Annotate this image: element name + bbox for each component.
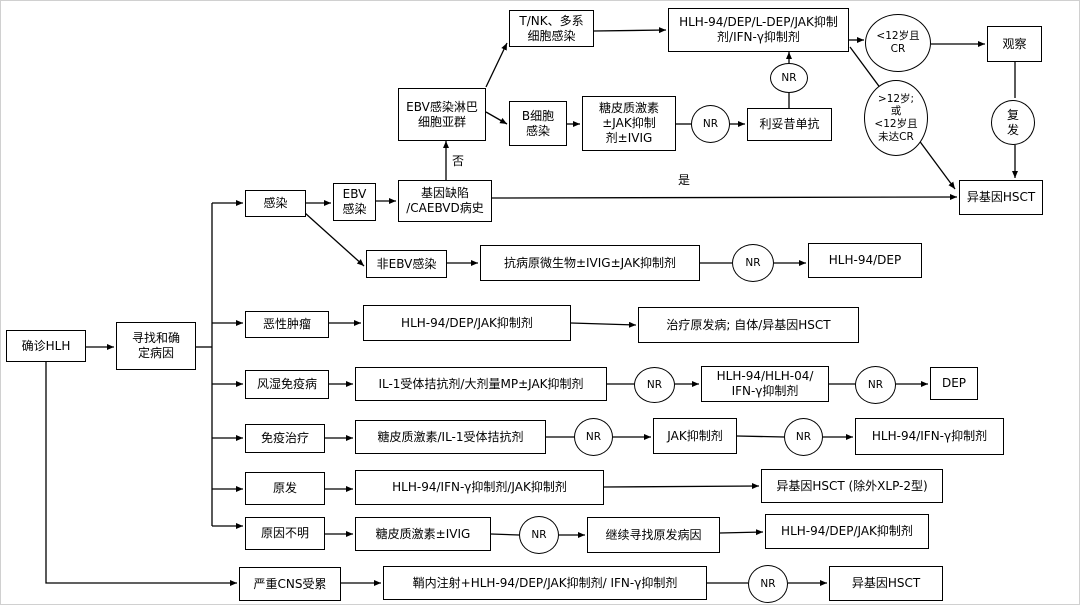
ebv-subgroup-box: EBV感染淋巴 细胞亚群 — [398, 88, 486, 141]
steroid-il1-box: 糖皮质激素/IL-1受体拮抗剂 — [355, 420, 546, 454]
confirm-hlh-box: 确诊HLH — [6, 330, 86, 362]
nr-circle-9: NR — [748, 565, 788, 603]
tnk-infection-box: T/NK、多系 细胞感染 — [509, 10, 594, 47]
antimicrobial-box: 抗病原微生物±IVIG±JAK抑制剂 — [480, 245, 700, 281]
immunotherapy-box: 免疫治疗 — [245, 424, 325, 453]
infection-box: 感染 — [245, 190, 306, 217]
hlh94-dep-nonebv-box: HLH-94/DEP — [808, 243, 922, 278]
primary-box: 原发 — [245, 472, 325, 505]
steroid-jak-ivig-box: 糖皮质激素 ±JAK抑制 剂±IVIG — [582, 96, 676, 151]
dep-box: DEP — [930, 367, 978, 400]
continue-search-box: 继续寻找原发病因 — [587, 517, 720, 553]
malignancy-box: 恶性肿瘤 — [245, 311, 329, 338]
b-cell-infection-box: B细胞 感染 — [509, 101, 567, 146]
hlh94-ldep-box: HLH-94/DEP/L-DEP/JAK抑制 剂/IFN-γ抑制剂 — [668, 8, 849, 52]
jak-inhibitor-box: JAK抑制剂 — [653, 418, 737, 454]
age-cr-circle: <12岁且 CR — [865, 14, 931, 72]
il1-mp-jak-box: IL-1受体拮抗剂/大剂量MP±JAK抑制剂 — [355, 367, 607, 401]
steroid-ivig-box: 糖皮质激素±IVIG — [355, 517, 491, 551]
nr-circle-1: NR — [691, 105, 730, 143]
intrathecal-box: 鞘内注射+HLH-94/DEP/JAK抑制剂/ IFN-γ抑制剂 — [383, 566, 707, 600]
hlh94-hlh04-box: HLH-94/HLH-04/ IFN-γ抑制剂 — [701, 366, 829, 402]
nr-circle-4: NR — [634, 367, 675, 403]
nr-circle-7: NR — [784, 418, 823, 456]
hlh94-ifng-jak-box: HLH-94/IFN-γ抑制剂/JAK抑制剂 — [355, 470, 604, 505]
allo-hsct-top-box: 异基因HSCT — [959, 180, 1043, 215]
nr-circle-3: NR — [732, 244, 774, 282]
ebv-infection-box: EBV 感染 — [333, 183, 376, 221]
hlh94-ifng-box: HLH-94/IFN-γ抑制剂 — [855, 418, 1004, 455]
allo-hsct-xlp-box: 异基因HSCT (除外XLP-2型) — [761, 469, 943, 503]
edge-label-yes: 是 — [678, 173, 691, 187]
edge-label-no: 否 — [452, 154, 465, 168]
find-cause-box: 寻找和确 定病因 — [116, 322, 196, 370]
nr-circle-8: NR — [519, 516, 559, 554]
rheumatic-box: 风湿免疫病 — [245, 370, 329, 399]
rituximab-box: 利妥昔单抗 — [747, 108, 832, 141]
allo-hsct-cns-box: 异基因HSCT — [829, 566, 943, 601]
nr-circle-5: NR — [855, 366, 896, 404]
nr-circle-2: NR — [770, 63, 808, 93]
hlh94-dep-jak-box: HLH-94/DEP/JAK抑制剂 — [363, 305, 571, 341]
hlh94-dep-jak-unknown-box: HLH-94/DEP/JAK抑制剂 — [765, 514, 929, 549]
treat-primary-box: 治疗原发病; 自体/异基因HSCT — [638, 307, 859, 343]
non-ebv-box: 非EBV感染 — [366, 250, 447, 278]
nr-circle-6: NR — [574, 418, 613, 456]
severe-cns-box: 严重CNS受累 — [239, 567, 341, 601]
age-nocr-circle: >12岁; 或 <12岁且 未达CR — [864, 80, 928, 156]
genetic-defect-box: 基因缺陷 /CAEBVD病史 — [398, 180, 492, 222]
observe-box: 观察 — [987, 26, 1042, 62]
unknown-cause-box: 原因不明 — [245, 517, 325, 550]
relapse-circle: 复 发 — [991, 100, 1035, 145]
